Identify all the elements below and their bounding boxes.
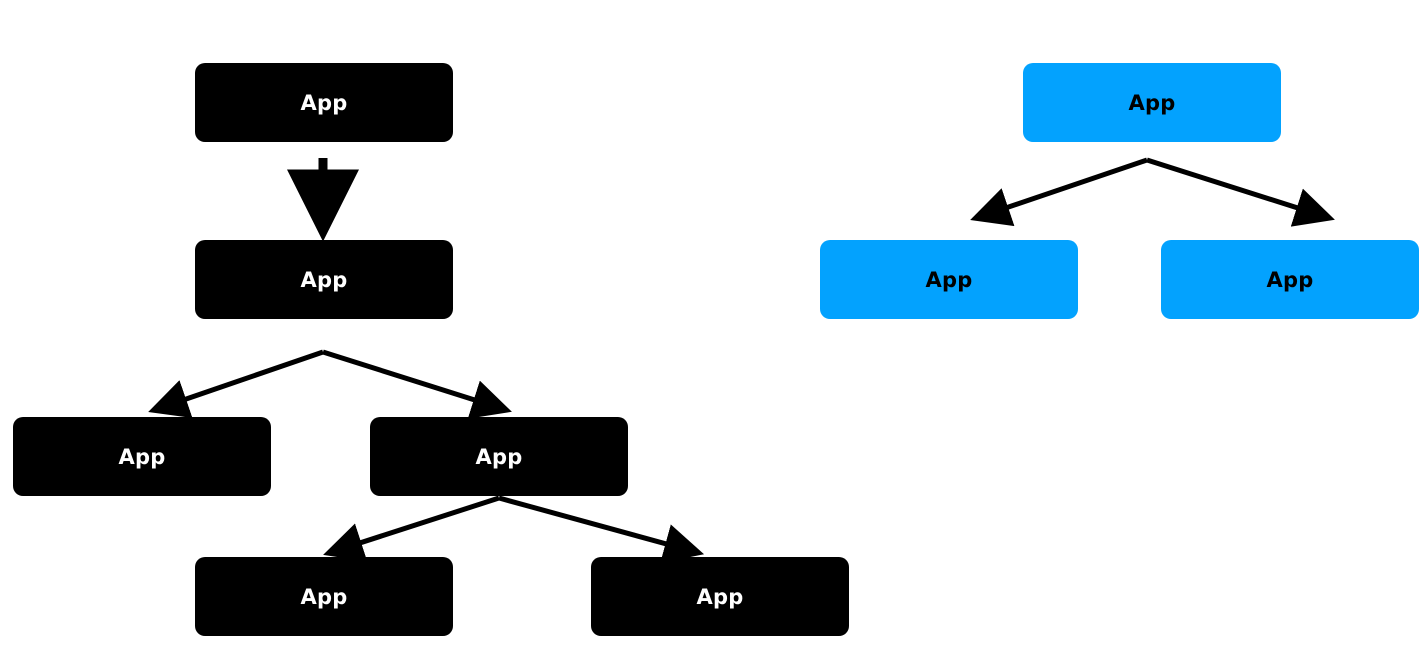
node-label: App	[118, 444, 166, 469]
node-label: App	[300, 90, 348, 115]
node-label: App	[925, 267, 973, 292]
node-label: App	[475, 444, 523, 469]
node-left-child: App	[195, 240, 453, 319]
arrow-blue-root-to-left	[970, 157, 1148, 227]
node-left-great-grandchild-right: App	[591, 557, 849, 636]
node-left-grandchild-left: App	[13, 417, 271, 496]
arrow-blue-root-to-right	[1146, 157, 1335, 227]
arrow-grandchild-to-great-left	[323, 495, 500, 562]
node-label: App	[1128, 90, 1176, 115]
node-left-root: App	[195, 63, 453, 142]
node-left-grandchild-right: App	[370, 417, 628, 496]
node-left-great-grandchild-left: App	[195, 557, 453, 636]
node-label: App	[1266, 267, 1314, 292]
node-right-child-left: App	[820, 240, 1078, 319]
arrow-child-to-grandchild-left	[148, 349, 324, 418]
arrow-grandchild-to-great-right	[498, 495, 705, 564]
node-label: App	[300, 584, 348, 609]
node-label: App	[300, 267, 348, 292]
node-label: App	[696, 584, 744, 609]
node-right-child-right: App	[1161, 240, 1419, 319]
node-right-root: App	[1023, 63, 1281, 142]
arrow-child-to-grandchild-right	[322, 349, 512, 419]
